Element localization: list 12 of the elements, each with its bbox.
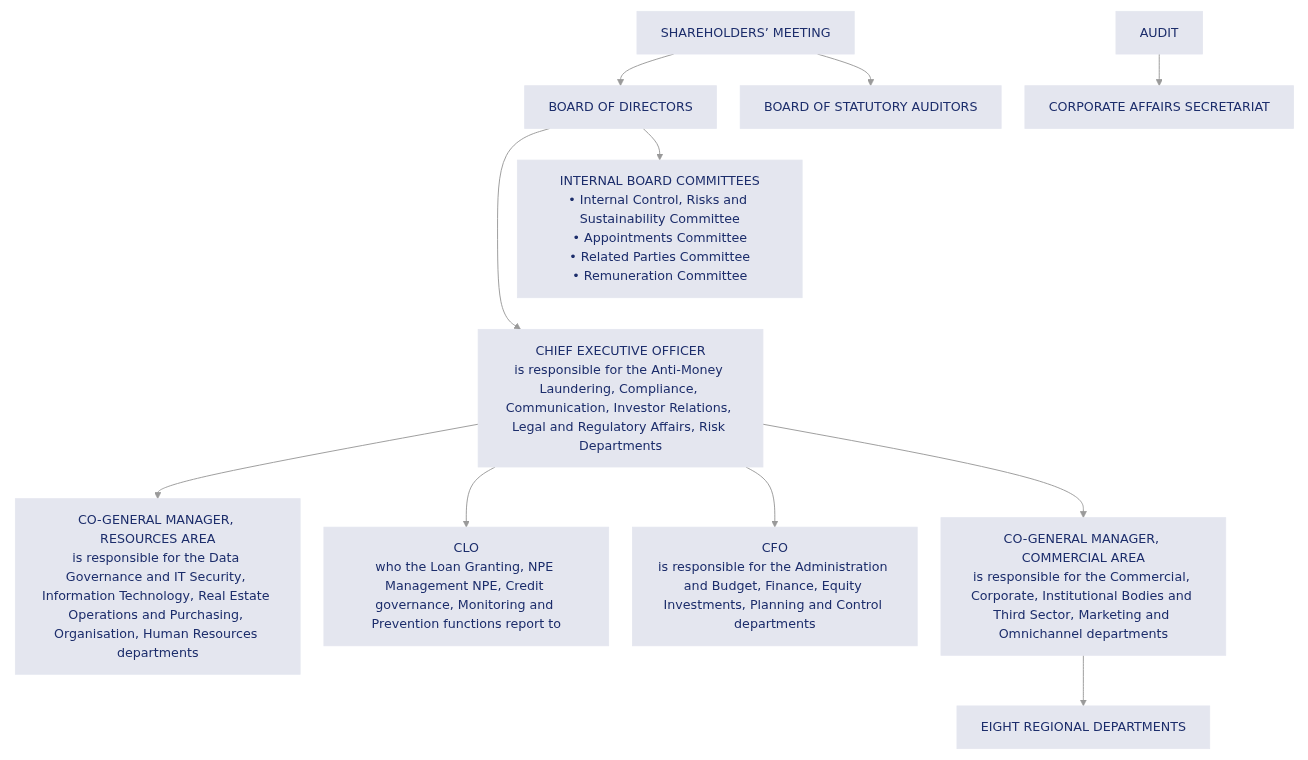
node-box: CO-GENERAL MANAGER, RESOURCES AREA is responsible for the Data Governance and IT Security, Information Technology, Real Estate Operations and Purchasing, Organisation, Human Resources departments: [14, 498, 301, 675]
node-box: SHAREHOLDERS’ MEETING: [636, 10, 855, 55]
node-box: AUDIT: [1115, 10, 1203, 55]
node-box: CORPORATE AFFAIRS SECRETARIAT: [1024, 85, 1294, 129]
node-box: EIGHT REGIONAL DEPARTMENTS: [956, 705, 1210, 750]
node-box: BOARD OF STATUTORY AUDITORS: [739, 85, 1002, 129]
node-box: CLO who the Loan Granting, NPE Management NPE, Credit governance, Monitoring and Prevention functions report to: [323, 526, 609, 647]
node-box: CFO is responsible for the Administration and Budget, Finance, Equity Investments, Planning and Control departments: [631, 526, 918, 647]
node-box: CO-GENERAL MANAGER, COMMERCIAL AREA is responsible for the Commercial, Corporate, Institutional Bodies and Third Sector, Marketing and Omnichannel departments: [940, 517, 1226, 656]
node-box: BOARD OF DIRECTORS: [523, 85, 717, 129]
node-box: INTERNAL BOARD COMMITTEES • Internal Control, Risks and Sustainability Committee • Appointments Committee • Related Parties Committee • Remuneration Committee: [516, 159, 803, 299]
node-box: CHIEF EXECUTIVE OFFICER is responsible for the Anti-Money Laundering, Compliance, Communication, Investor Relations, Legal and Regulatory Affairs, Risk Departments: [477, 328, 763, 468]
